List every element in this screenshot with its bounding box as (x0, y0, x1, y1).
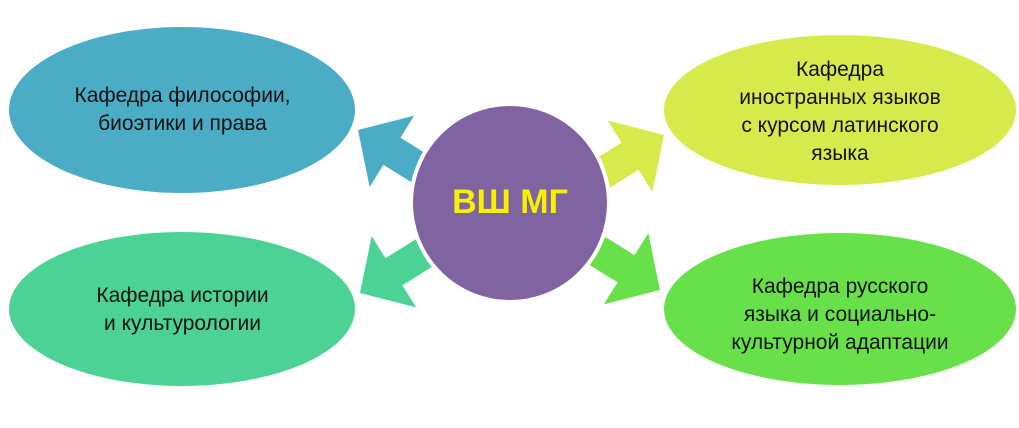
node-russian-label: Кафедра русского языка и социально- куль… (731, 275, 949, 354)
arrow-to-history (360, 235, 439, 308)
node-foreign-languages-ellipse (664, 35, 1016, 185)
node-russian-ellipse (664, 233, 1016, 385)
node-foreign-languages-label: Кафедра иностранных языков с курсом лати… (739, 58, 941, 165)
arrow-to-russian (581, 232, 660, 305)
center-label: ВШ МГ (452, 182, 568, 221)
node-history-ellipse (9, 232, 355, 386)
center-circle (409, 102, 611, 304)
node-history-label: Кафедра истории и культурологии (96, 284, 269, 335)
node-philosophy-label: Кафедра философии, биоэтики и права (74, 84, 291, 135)
node-philosophy-ellipse (9, 27, 355, 193)
